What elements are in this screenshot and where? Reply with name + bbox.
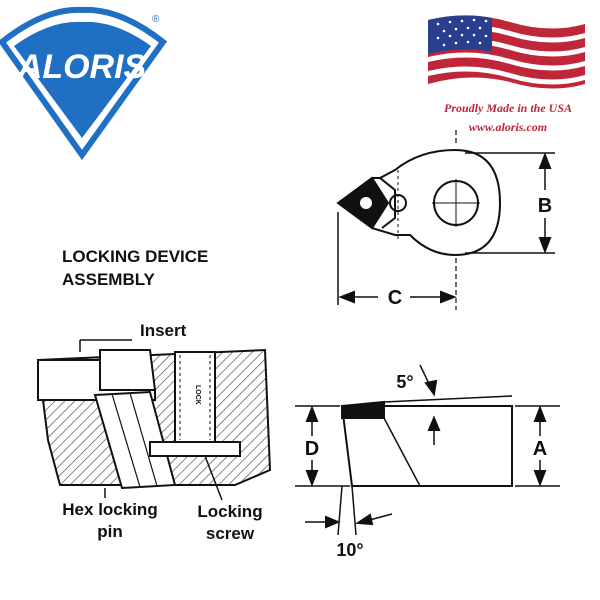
angle-10-label: 10° bbox=[336, 540, 363, 560]
insert-label: Insert bbox=[140, 321, 187, 340]
lock-text: LOCK bbox=[194, 385, 201, 405]
hex-pin-label-line2: pin bbox=[97, 522, 123, 541]
tagline: Proudly Made in the USA bbox=[444, 101, 572, 115]
logo-text: ALORIS bbox=[17, 48, 147, 86]
insert-side-profile bbox=[295, 364, 560, 536]
dim-c-label: C bbox=[388, 287, 402, 309]
us-flag-icon bbox=[428, 15, 585, 89]
dim-b-label: B bbox=[538, 195, 552, 217]
assembly-title-line1: LOCKING DEVICE bbox=[62, 247, 208, 266]
assembly-title-line2: ASSEMBLY bbox=[62, 270, 156, 289]
angle-5-label: 5° bbox=[396, 372, 413, 392]
hex-pin-label-line1: Hex locking bbox=[62, 500, 157, 519]
dim-a-label: A bbox=[533, 438, 547, 460]
aloris-logo: ALORIS ® bbox=[0, 6, 168, 161]
assembly-cross-section bbox=[36, 339, 272, 501]
website-link[interactable]: www.aloris.com bbox=[469, 120, 547, 134]
registered-mark: ® bbox=[152, 14, 160, 25]
screw-label-line2: screw bbox=[206, 524, 255, 543]
insert-plan-view bbox=[336, 130, 555, 310]
dim-d-label: D bbox=[305, 438, 319, 460]
screw-label-line1: Locking bbox=[197, 502, 262, 521]
